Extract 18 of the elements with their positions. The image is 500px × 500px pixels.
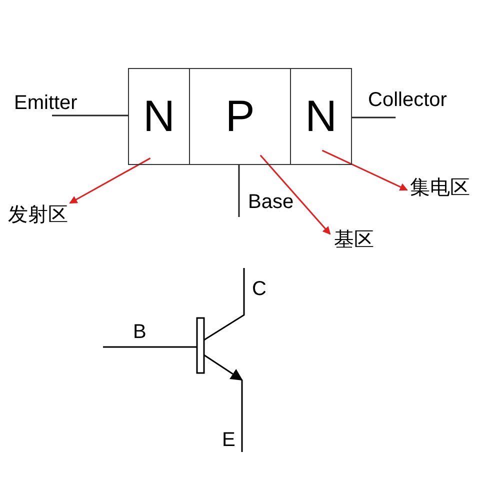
lead-wire <box>238 165 240 217</box>
lead-wire <box>52 114 128 116</box>
terminal-label: Emitter <box>14 93 78 113</box>
terminal-label: C <box>252 279 266 299</box>
terminal-label: Collector <box>368 90 447 110</box>
region-label: 基区 <box>334 230 374 250</box>
n-region-box: N <box>290 68 352 165</box>
lead-wire <box>352 116 396 118</box>
region-label: 集电区 <box>410 178 470 198</box>
p-region-box: P <box>189 68 291 165</box>
n-region-box: N <box>128 68 190 165</box>
terminal-label: B <box>133 322 146 342</box>
terminal-label: Base <box>248 192 294 212</box>
region-label: 发射区 <box>8 205 68 225</box>
arrow <box>260 154 331 235</box>
terminal-label: E <box>222 430 236 450</box>
arrow <box>322 150 408 191</box>
arrow <box>69 158 151 204</box>
